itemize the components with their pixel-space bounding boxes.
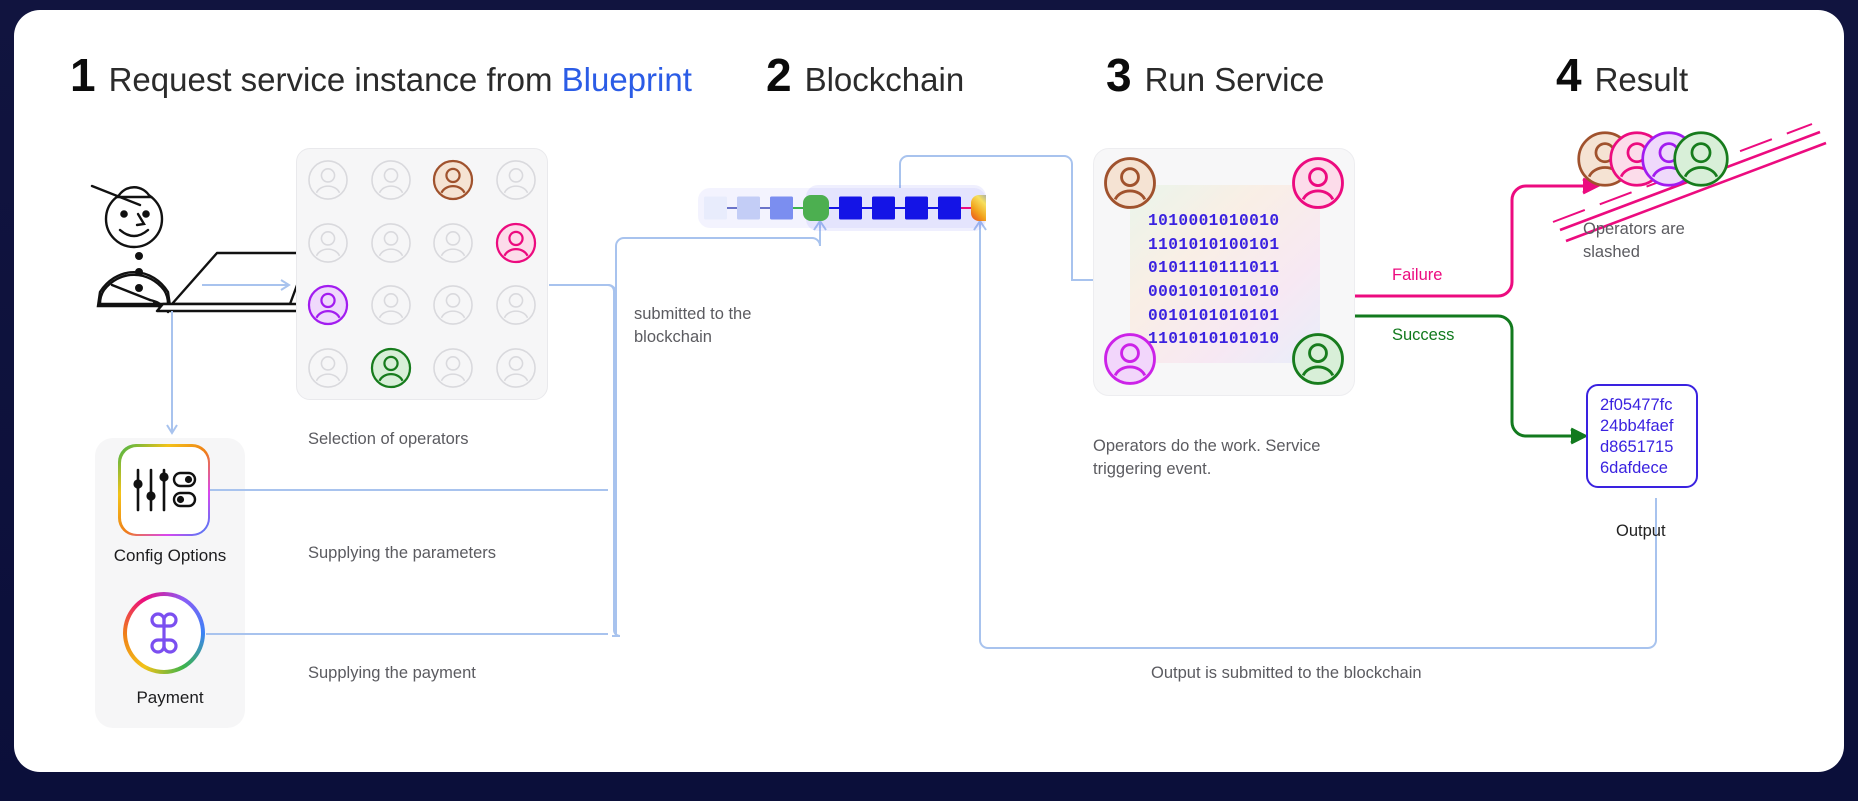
diagram-card [14,10,1844,772]
operator-cell[interactable] [307,347,349,389]
chain-block[interactable] [803,195,829,221]
operator-avatar-icon [370,222,411,263]
binary-line: 0101110111011 [1148,259,1280,278]
chain-block[interactable] [737,196,760,220]
chain-block[interactable] [770,196,793,220]
caption-submitted-to-blockchain: submitted to the blockchain [634,305,752,347]
blueprint-link[interactable]: Blueprint [561,61,692,98]
operator-avatar-icon [433,285,474,326]
blockchain-strip[interactable] [698,185,986,231]
operator-avatar-icon [1104,157,1156,209]
operator-avatar-icon [433,222,474,263]
operator-avatar-icon [1673,131,1729,187]
operator-cell-selected[interactable] [370,347,412,389]
operator-cell[interactable] [495,159,537,201]
operator-cell[interactable] [370,159,412,201]
step-number: 1 [70,49,96,101]
operator-avatar-icon [370,347,411,388]
chain-block[interactable] [839,196,862,220]
operator-cell[interactable] [307,222,349,264]
operator-avatar-icon [308,160,349,201]
operator-cell[interactable] [307,159,349,201]
service-operator-top-left[interactable] [1103,156,1157,210]
operator-cell[interactable] [432,222,474,264]
operator-cell[interactable] [432,284,474,326]
operator-cell[interactable] [432,347,474,389]
operator-avatar-icon [308,222,349,263]
operator-cell[interactable] [495,284,537,326]
payment-label: Payment [136,688,204,707]
service-operator-top-right[interactable] [1291,156,1345,210]
caption-supplying-payment: Supplying the payment [308,664,476,682]
operator-cell[interactable] [370,222,412,264]
operator-cell-selected[interactable] [432,159,474,201]
operator-avatar-icon [495,285,536,326]
operator-selection-grid[interactable] [296,148,548,400]
operator-avatar-icon [1104,333,1156,385]
operator-avatar-icon [308,285,349,326]
step-number: 2 [766,49,792,101]
caption-selection-of-operators: Selection of operators [308,430,469,448]
operator-avatar-icon [1292,157,1344,209]
chain-block[interactable] [704,196,727,220]
output-hash-box[interactable]: 2f05477fc 24bb4faef d8651715 6dafdece [1586,384,1698,488]
binary-line: 1101010101010 [1148,330,1280,349]
step-4-heading: 4 Result [1556,48,1688,102]
operator-cell-selected[interactable] [307,284,349,326]
service-operator-bottom-right[interactable] [1291,332,1345,386]
caption-output-submitted: Output is submitted to the blockchain [1151,664,1422,682]
operator-avatar-icon [433,347,474,388]
config-options-label: Config Options [113,546,227,565]
operator-avatar-icon [308,347,349,388]
binary-line: 0010101010101 [1148,306,1280,325]
step-title: Request service instance from Blueprint [109,61,692,99]
chain-block[interactable] [872,196,895,220]
chain-block[interactable] [938,196,961,220]
caption-supplying-parameters: Supplying the parameters [308,544,497,562]
service-operator-bottom-left[interactable] [1103,332,1157,386]
payment-command-icon [150,612,178,654]
binary-line: 1010001010010 [1148,212,1280,230]
step-title: Blockchain [804,61,965,98]
operator-avatar-icon [1292,333,1344,385]
binary-line: 0001010101010 [1148,282,1280,301]
payment-tile[interactable] [123,592,205,674]
chain-block[interactable] [971,195,986,221]
hash-line: 24bb4faef [1600,417,1674,436]
operator-cell[interactable] [370,284,412,326]
operator-avatar-icon [495,160,536,201]
failure-label: Failure [1392,266,1443,284]
caption-operators-slashed: Operators are slashed [1583,220,1685,262]
sliders-toggles-icon [133,468,197,512]
service-binary-output: 1010001010010 1101010100101 0101110111011 0… [1148,210,1279,352]
operator-avatar-icon [370,285,411,326]
operator-cell[interactable] [495,347,537,389]
operator-avatar-icon [495,222,536,263]
step-number: 3 [1106,49,1132,101]
hash-line: d8651715 [1600,438,1674,457]
chain-block[interactable] [905,196,928,220]
success-label: Success [1392,326,1455,344]
slashed-operator-avatar [1672,130,1730,188]
output-label: Output [1616,522,1666,540]
hash-line: 2f05477fc [1600,396,1673,414]
operator-cell-selected[interactable] [495,222,537,264]
chain-blocks [704,195,986,221]
config-options-tile[interactable] [118,444,210,536]
service-operators [1093,148,1355,396]
step-title-text: Request service instance from [108,61,562,98]
operator-avatar-icon [495,347,536,388]
binary-line: 1101010100101 [1148,235,1280,254]
step-number: 4 [1556,49,1582,101]
operator-avatar-icon [433,160,474,201]
step-2-heading: 2 Blockchain [766,48,964,102]
step-1-heading: 1 Request service instance from Blueprin… [70,48,692,102]
step-3-heading: 3 Run Service [1106,48,1324,102]
step-title: Run Service [1144,61,1325,98]
hash-line: 6dafdece [1600,459,1668,478]
caption-operators-do-work: Operators do the work. Service triggerin… [1093,437,1321,479]
slashed-operators-cluster [1576,130,1756,206]
step-title: Result [1594,61,1689,98]
operator-avatar-icon [370,160,411,201]
